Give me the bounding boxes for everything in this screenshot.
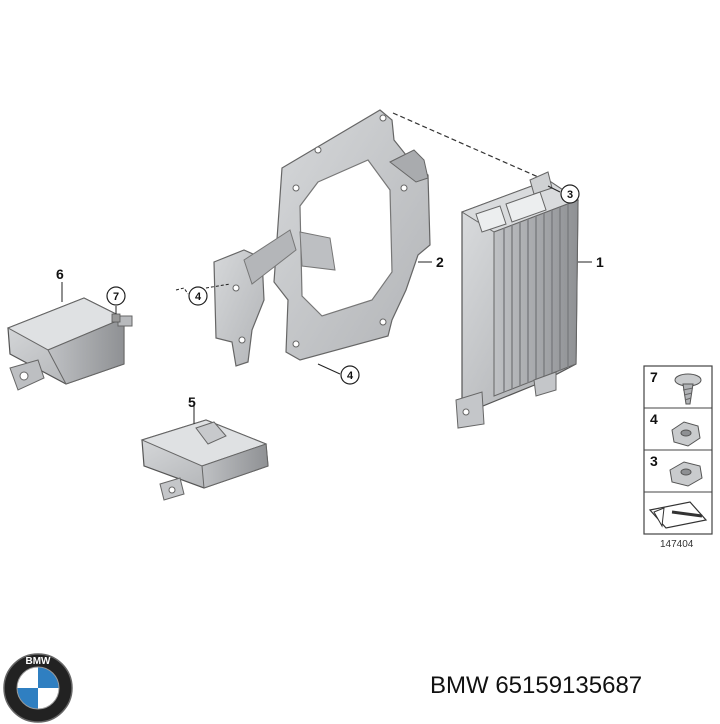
callout-5: 5	[188, 394, 196, 410]
part-5-module	[140, 419, 269, 501]
part-number-caption: BMW 65159135687	[430, 672, 643, 699]
legend-number-3: 3	[650, 453, 658, 469]
callout-6: 6	[56, 266, 64, 282]
dashed-leader-line	[392, 112, 546, 181]
hex-nut-icon	[669, 461, 703, 487]
diagram-id: 147404	[660, 539, 694, 550]
part-1-control-module	[455, 171, 580, 429]
fastener-legend: 7 4 3 147404	[643, 365, 713, 550]
logo-text: BMW	[26, 656, 52, 667]
part-2-bracket	[213, 109, 431, 367]
bmw-roundel-icon: BMW	[3, 653, 73, 723]
legend-number-7: 7	[650, 369, 658, 385]
callout-4-circle-left	[188, 286, 208, 306]
callout-3: 3	[567, 189, 573, 201]
callout-7-circle	[106, 286, 126, 306]
callout-4-left: 4	[195, 291, 202, 303]
legend-number-4: 4	[650, 411, 658, 427]
part-7-screw	[111, 313, 121, 323]
screw-icon	[674, 373, 702, 405]
callout-7: 7	[113, 291, 119, 303]
leader-lines	[61, 185, 592, 424]
hex-nut-icon	[671, 421, 701, 447]
callout-4-bottom: 4	[347, 370, 354, 382]
direction-arrow-icon	[648, 501, 708, 529]
callout-3-circle	[560, 184, 580, 204]
callout-4-circle-bottom	[340, 365, 360, 385]
callout-1: 1	[596, 254, 604, 270]
part-6-box-unit	[6, 297, 133, 391]
callout-2: 2	[436, 254, 444, 270]
